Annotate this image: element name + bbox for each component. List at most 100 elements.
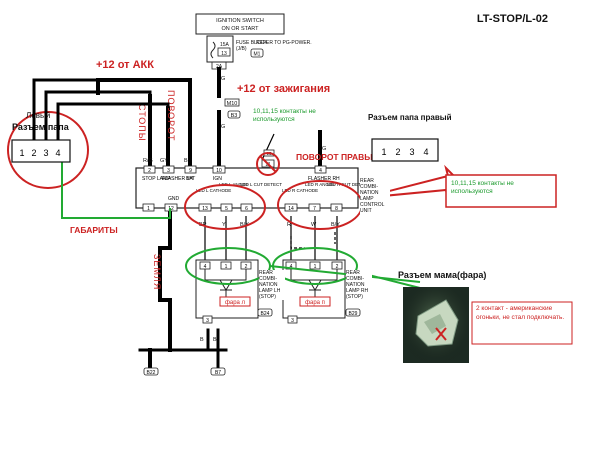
label-plus12-acc: +12 от АКК [96, 59, 154, 71]
fuse-number-box [217, 47, 231, 57]
wire-labels: G M10 B3 G R/G GY B G BR Y B/Y R W B/Y B… [143, 76, 340, 343]
right-note-html: 10,11,15 контакты не используются [451, 180, 514, 195]
rear-unit-note: REAR COMBI- NATION LAMP CONTROL UNIT [360, 178, 390, 214]
unit-pin-1 [142, 203, 155, 212]
left-pin-2-wire [32, 78, 98, 140]
unit-box [135, 167, 359, 209]
lamp-rh-pin-4-label: 4 [290, 264, 293, 270]
ground-wire-1 [158, 206, 172, 352]
right-pin-1: 1 [381, 147, 386, 157]
lamp-rh-ground-pin-label: 3 [291, 318, 294, 324]
fuse-conn: M1 [254, 52, 261, 58]
fuse-icon [210, 41, 216, 59]
right-connector: Разъем папа правый 1 2 3 4 [368, 113, 452, 162]
left-pin-2: 2 [31, 148, 36, 158]
left-pin-1: 1 [19, 148, 24, 158]
unit-pin-5 [220, 203, 233, 212]
wire-g2: G [322, 146, 326, 152]
unit-pin-4 [314, 165, 327, 174]
wire-main-g: G [221, 76, 225, 82]
unit-pin-12-label: 12 [168, 206, 174, 212]
pin11-cross-line [259, 155, 277, 173]
m10-box [224, 98, 240, 107]
unit-led-l-cut: LED L CUT DETECT [240, 182, 282, 187]
lamp-lh-pin-2-label: 2 [245, 264, 248, 270]
wire-m10: M10 [227, 101, 238, 107]
right-connector-body [371, 138, 439, 162]
unit-flasher-rh: FLASHER RH [308, 176, 340, 182]
fuse-box [206, 35, 234, 63]
fuse-ref: REFER TO PG-POWER. [256, 40, 312, 46]
unit-pin-2-label: 2 [148, 168, 151, 174]
connector-cross-icon [435, 327, 447, 341]
unit-pin-14 [284, 203, 298, 212]
ignition-title-1: IGNITION SWITCH [216, 18, 264, 24]
unit-pin-9 [184, 165, 197, 174]
left-connector-ellipse [7, 111, 89, 189]
unit-pin-2 [143, 165, 156, 174]
unit-stop-lamp: STOP LAMP [142, 176, 171, 182]
fuse-rating: 15A [220, 42, 230, 48]
unit-pin-8 [330, 203, 343, 212]
wire-w: W [311, 222, 317, 228]
left-pin-3: 3 [43, 148, 48, 158]
unit-pin-9-label: 9 [189, 168, 192, 174]
lamp-lh: 4 1 2 фара л 3 REAR COMBI- NATION LAMP L… [195, 259, 273, 324]
unit-led-r-cathode: LED R CATHODE [282, 188, 318, 193]
lamp-rh-pin-2-label: 2 [336, 264, 339, 270]
gabarity-wire [61, 162, 171, 219]
unit-led-r-anode: LED R ANODE [305, 182, 335, 187]
wire-b3: B3 [231, 113, 238, 119]
lamp-lh-conn-box [257, 308, 273, 317]
unit-pin-10-label: 10 [216, 168, 222, 174]
lamp-lh-diode-icon [219, 279, 233, 291]
lamp-lh-pin-1-label: 1 [225, 264, 228, 270]
left-note: 10,11,15 контакты не используются [252, 107, 354, 125]
label-gabarity: ГАБАРИТЫ [70, 225, 118, 235]
label-turns: ПОВОРОТ [166, 90, 176, 141]
lamp-lh-ground-pin-label: 3 [206, 318, 209, 324]
unit-pin-6 [240, 203, 253, 212]
left-note-html: 10,11,15 контакты не используются [253, 108, 316, 123]
ignition-switch-box [195, 13, 285, 35]
lamp-rh-note: REAR COMBI- NATION LAMP RH (STOP) [346, 270, 372, 300]
lamp-lh-conn: B24 [261, 311, 270, 317]
lamp-lh-note: REAR COMBI- NATION LAMP LH (STOP) [259, 270, 285, 300]
lamp-rh-conn-box [345, 308, 361, 317]
wire-b: B [184, 158, 188, 164]
acc-wire [96, 78, 192, 170]
b3-box [227, 110, 241, 119]
lamp-rh-pin-1-label: 1 [314, 264, 317, 270]
rear-unit-note-text: REAR COMBI- NATION LAMP CONTROL UNIT [360, 178, 385, 214]
unit-pin-3-label: 3 [167, 168, 170, 174]
wire-by: B/Y [240, 222, 249, 228]
pin11-crossed-circle [256, 152, 280, 176]
left-connector-body [11, 139, 71, 163]
unit-pin-8-label: 8 [335, 206, 338, 212]
wire-y: Y [222, 222, 226, 228]
ground-b7-box [210, 367, 226, 376]
lamp-lh-pin-1 [220, 261, 232, 270]
lamp-rh-pin-1 [309, 261, 321, 270]
unit-pin-7-label: 7 [313, 206, 316, 212]
ground-b7: B7 [215, 370, 221, 376]
unit-led-r-cut: LED R CUT DETECT [327, 182, 370, 187]
wire-b-lamp-2: B [213, 337, 217, 343]
wire-gy: GY [160, 158, 168, 164]
female-connector-photo: Разъем мама(фара) [398, 270, 486, 363]
ground-symbols: B22 B7 [143, 367, 226, 376]
fuse-block: IGNITION SWITCH ON OR START 15A 13 FUSE … [195, 13, 312, 70]
right-note: 10,11,15 контакты не используются [451, 180, 551, 196]
ground-b22: B22 [147, 370, 156, 376]
unit-pin-6-label: 6 [245, 206, 248, 212]
left-pin-4: 4 [55, 148, 60, 158]
lamp-lh-pin-4-label: 4 [204, 264, 207, 270]
page-title: LT-STOP/L-02 [477, 13, 548, 25]
lamp-rh-ground-pin [287, 315, 298, 324]
unit-bat: BAT [186, 176, 195, 182]
wire-r: R [287, 222, 291, 228]
unit-pin-7 [308, 203, 321, 212]
unit-ign: IGN [213, 176, 222, 182]
photo-note: 2 контакт - американские огоньки, не ста… [476, 305, 568, 322]
